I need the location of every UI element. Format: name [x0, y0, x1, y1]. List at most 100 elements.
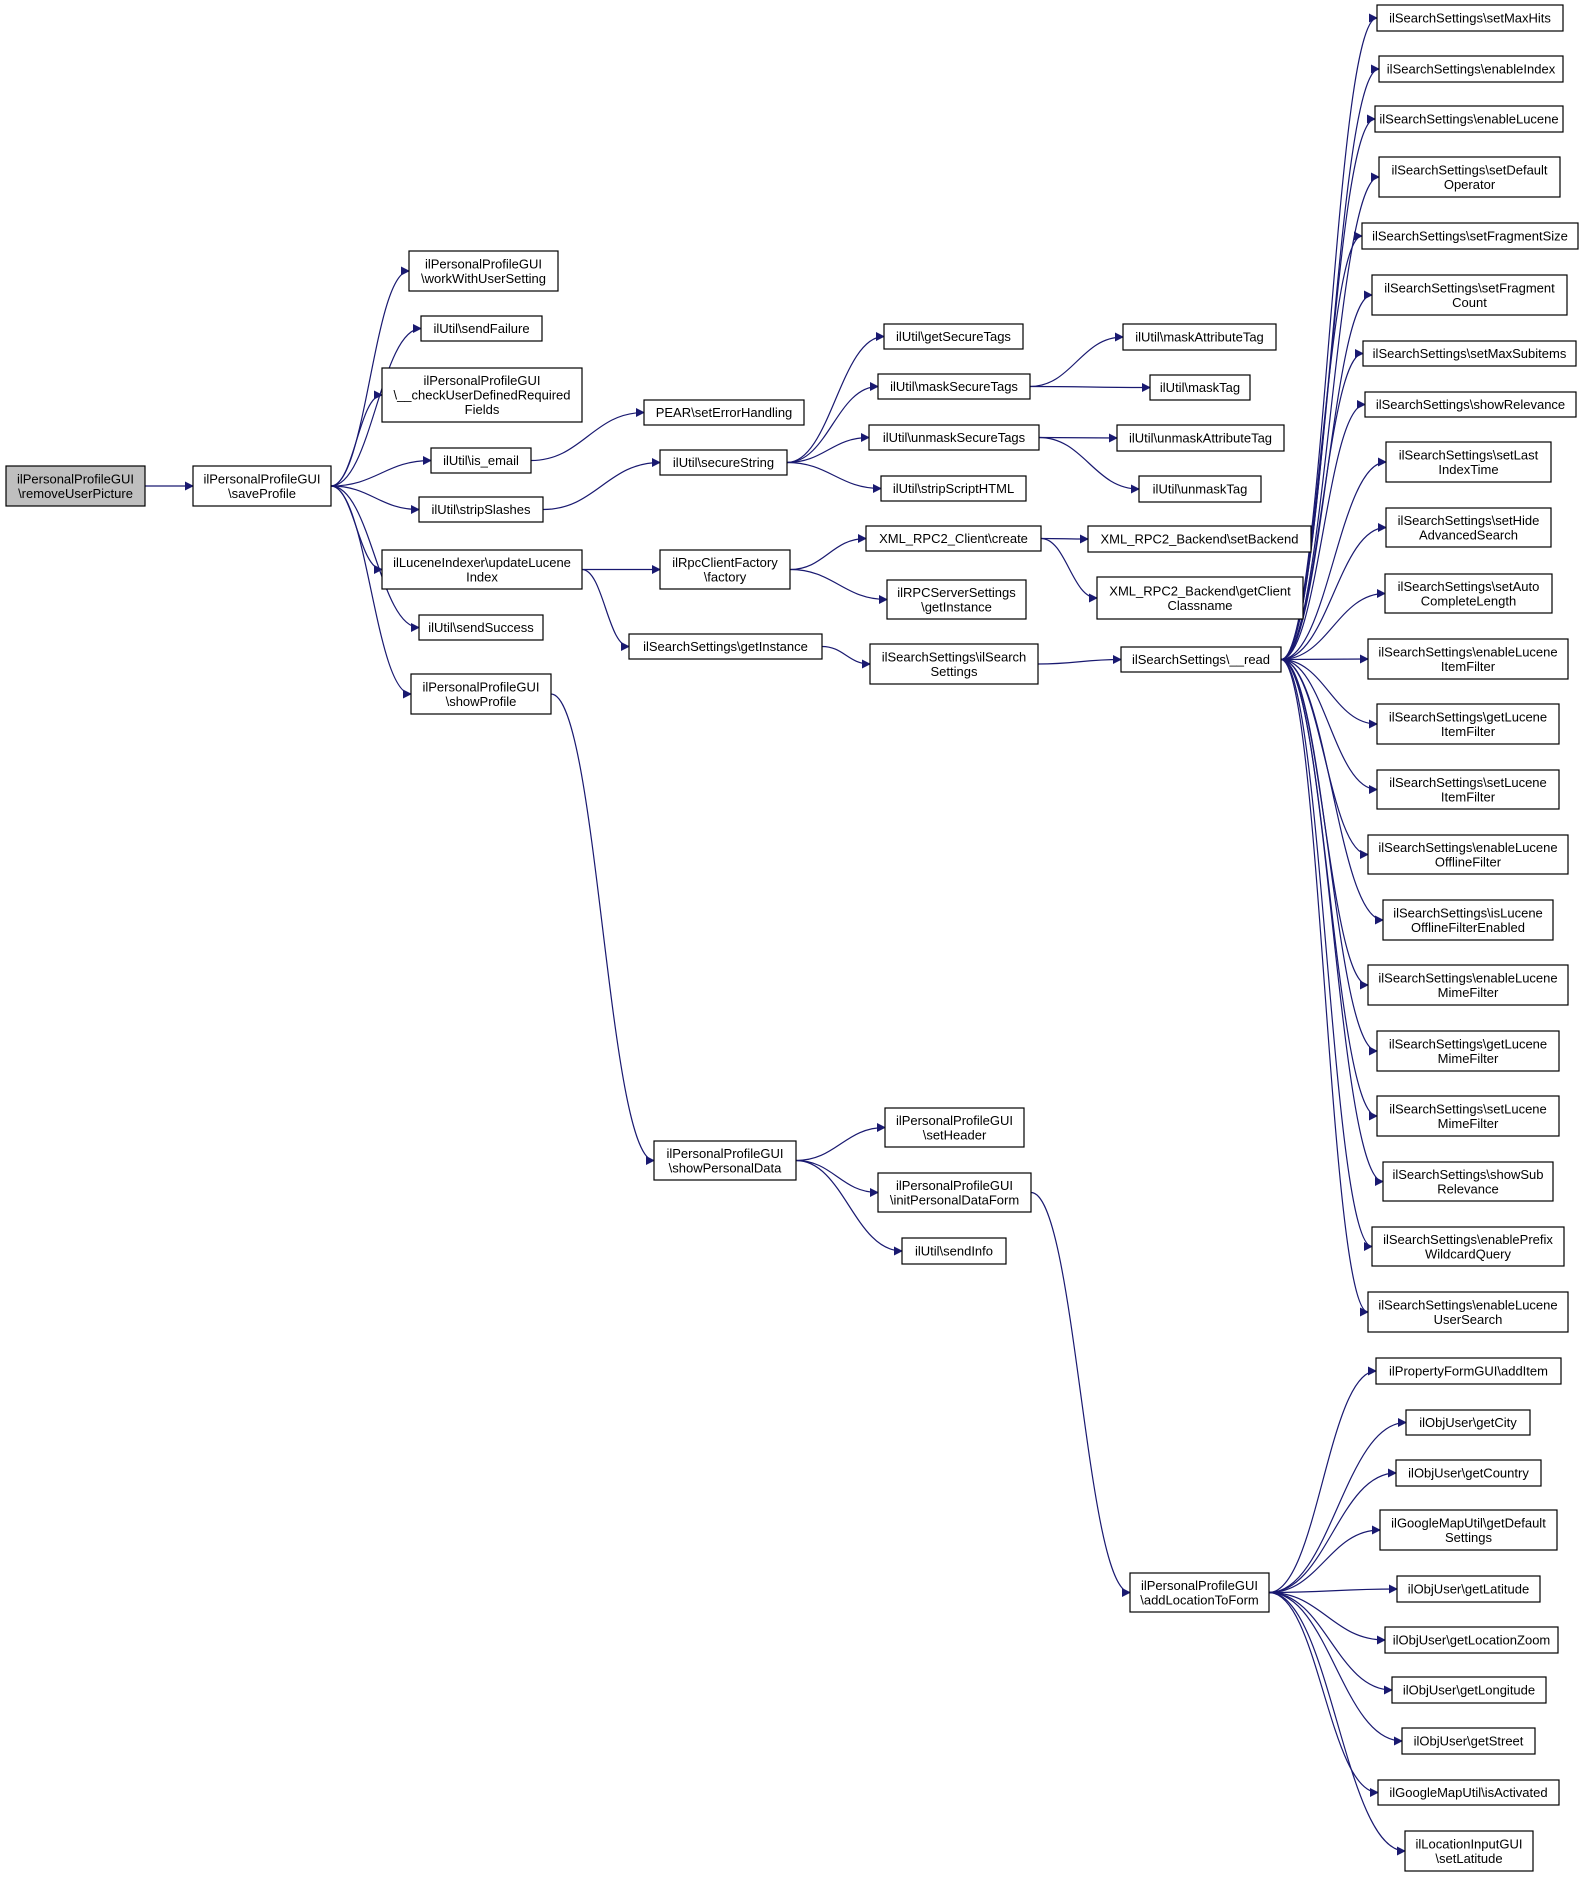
node-box	[1096, 576, 1304, 620]
node-show-profile[interactable]: ilPersonalProfileGUI\showProfile	[410, 673, 552, 715]
node-get-secure-tags[interactable]: ilUtil\getSecureTags	[883, 323, 1024, 350]
node-send-info[interactable]: ilUtil\sendInfo	[901, 1237, 1007, 1265]
node-mask-tag[interactable]: ilUtil\maskTag	[1149, 374, 1251, 401]
node-work-with-user-setting[interactable]: ilPersonalProfileGUI\workWithUserSetting	[408, 250, 559, 292]
node-mask-attribute-tag[interactable]: ilUtil\maskAttributeTag	[1122, 323, 1277, 351]
node-label-line: ilSearchSettings\getLucene	[1389, 709, 1547, 724]
edge-read-to-show-relevance	[1280, 400, 1366, 661]
node-send-success[interactable]: ilUtil\sendSuccess	[418, 614, 544, 641]
node-get-street[interactable]: ilObjUser\getStreet	[1401, 1727, 1536, 1755]
node-factory[interactable]: ilRpcClientFactory\factory	[659, 549, 791, 590]
node-label-line: \showPersonalData	[669, 1160, 782, 1175]
node-is-activated[interactable]: ilGoogleMapUtil\isActivated	[1377, 1779, 1560, 1806]
edge-read-to-set-last-index-time	[1280, 457, 1387, 661]
node-remove-user-picture[interactable]: ilPersonalProfileGUI\removeUserPicture	[5, 465, 146, 507]
node-il-search-settings-ctor[interactable]: ilSearchSettings\ilSearchSettings	[869, 643, 1039, 685]
node-show-personal-data[interactable]: ilPersonalProfileGUI\showPersonalData	[653, 1140, 797, 1181]
edge-update-lucene-index-to-get-instance	[581, 568, 630, 651]
edge-read-to-show-sub-relevance	[1280, 658, 1384, 1186]
node-show-relevance[interactable]: ilSearchSettings\showRelevance	[1364, 391, 1577, 418]
node-box	[1391, 1676, 1547, 1704]
node-box	[408, 250, 559, 292]
node-enable-lucene[interactable]: ilSearchSettings\enableLucene	[1374, 105, 1564, 133]
node-label-line: ilPersonalProfileGUI	[422, 679, 539, 694]
node-get-city[interactable]: ilObjUser\getCity	[1405, 1409, 1531, 1436]
node-strip-slashes[interactable]: ilUtil\stripSlashes	[418, 496, 544, 523]
node-is-email[interactable]: ilUtil\is_email	[430, 447, 532, 474]
node-label-line: Settings	[931, 664, 978, 679]
node-label-line: ilLocationInputGUI	[1416, 1836, 1523, 1851]
node-box	[1376, 1030, 1560, 1072]
node-set-backend[interactable]: XML_RPC2_Backend\setBackend	[1087, 525, 1312, 553]
edge-read-to-set-default-operator	[1280, 172, 1380, 661]
node-get-country[interactable]: ilObjUser\getCountry	[1395, 1459, 1542, 1487]
node-label-line: ilPersonalProfileGUI	[1141, 1578, 1258, 1593]
node-label-line: ilUtil\stripSlashes	[432, 502, 531, 517]
edge-read-to-set-lucene-item-filter	[1280, 658, 1378, 794]
node-box	[868, 424, 1040, 451]
node-label-line: XML_RPC2_Backend\setBackend	[1100, 532, 1298, 547]
edge-add-location-to-form-to-add-item	[1268, 1366, 1377, 1594]
node-rpc-get-instance[interactable]: ilRPCServerSettings\getInstance	[886, 579, 1027, 620]
node-xml-create[interactable]: XML_RPC2_Client\create	[865, 525, 1042, 552]
node-get-location-zoom[interactable]: ilObjUser\getLocationZoom	[1384, 1626, 1559, 1654]
edge-secure-string-to-mask-secure-tags	[786, 382, 879, 464]
node-label-line: ilSearchSettings\setMaxSubitems	[1373, 346, 1567, 361]
node-get-latitude[interactable]: ilObjUser\getLatitude	[1396, 1575, 1541, 1603]
edge-save-profile-to-strip-slashes	[330, 485, 420, 514]
node-set-fragment-size[interactable]: ilSearchSettings\setFragmentSize	[1361, 222, 1579, 250]
node-unmask-attribute-tag[interactable]: ilUtil\unmaskAttributeTag	[1116, 424, 1285, 452]
node-enable-lucene-offline-filter[interactable]: ilSearchSettings\enableLuceneOfflineFilt…	[1367, 834, 1569, 875]
node-send-failure[interactable]: ilUtil\sendFailure	[420, 315, 543, 342]
node-unmask-tag[interactable]: ilUtil\unmaskTag	[1138, 475, 1262, 503]
node-get-longitude[interactable]: ilObjUser\getLongitude	[1391, 1676, 1547, 1704]
node-box	[1379, 1509, 1558, 1551]
node-check-user-defined-required-fields[interactable]: ilPersonalProfileGUI\__checkUserDefinedR…	[381, 367, 583, 423]
node-set-latitude[interactable]: ilLocationInputGUI\setLatitude	[1404, 1830, 1534, 1872]
node-is-lucene-offline-filter-enabled[interactable]: ilSearchSettings\isLuceneOfflineFilterEn…	[1382, 899, 1554, 941]
node-box	[869, 643, 1039, 685]
node-enable-index[interactable]: ilSearchSettings\enableIndex	[1378, 55, 1564, 83]
node-set-max-subitems[interactable]: ilSearchSettings\setMaxSubitems	[1362, 340, 1577, 367]
edge-il-search-settings-ctor-to-read	[1037, 655, 1122, 665]
edge-is-email-to-set-error-handling	[530, 408, 645, 462]
edge-show-profile-to-show-personal-data	[550, 693, 655, 1165]
node-add-item[interactable]: ilPropertyFormGUI\addItem	[1375, 1357, 1562, 1385]
edge-save-profile-to-check-user-defined-required-fields	[330, 390, 383, 487]
node-set-error-handling[interactable]: PEAR\setErrorHandling	[643, 399, 805, 426]
node-box	[1138, 475, 1262, 503]
node-secure-string[interactable]: ilUtil\secureString	[659, 449, 788, 476]
node-set-max-hits[interactable]: ilSearchSettings\setMaxHits	[1376, 4, 1564, 32]
node-add-location-to-form[interactable]: ilPersonalProfileGUI\addLocationToForm	[1129, 1572, 1270, 1613]
node-get-instance[interactable]: ilSearchSettings\getInstance	[628, 633, 823, 660]
node-box	[1378, 55, 1564, 83]
node-box	[1149, 374, 1251, 401]
node-mask-secure-tags[interactable]: ilUtil\maskSecureTags	[877, 373, 1031, 400]
node-save-profile[interactable]: ilPersonalProfileGUI\saveProfile	[192, 465, 332, 507]
node-unmask-secure-tags[interactable]: ilUtil\unmaskSecureTags	[868, 424, 1040, 451]
node-set-header[interactable]: ilPersonalProfileGUI\setHeader	[884, 1107, 1025, 1148]
node-box	[1401, 1727, 1536, 1755]
node-label-line: \workWithUserSetting	[421, 271, 546, 286]
node-strip-script-html[interactable]: ilUtil\stripScriptHTML	[880, 475, 1027, 502]
node-enable-prefix-wildcard-query[interactable]: ilSearchSettings\enablePrefixWildcardQue…	[1371, 1226, 1565, 1267]
node-init-personal-data-form[interactable]: ilPersonalProfileGUI\initPersonalDataFor…	[877, 1172, 1032, 1213]
node-read[interactable]: ilSearchSettings\__read	[1120, 646, 1282, 673]
node-label-line: ilSearchSettings\enableLucene	[1379, 112, 1558, 127]
